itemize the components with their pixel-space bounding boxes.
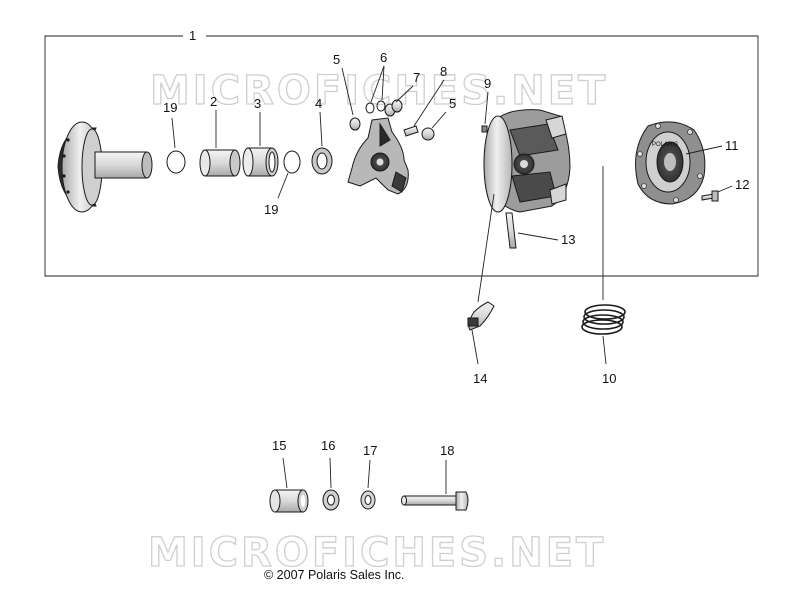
part-13-pin <box>505 212 517 249</box>
callout-15: 15 <box>272 438 286 453</box>
callout-10: 10 <box>602 371 616 386</box>
part-6-washers <box>365 100 386 114</box>
callout-2: 2 <box>210 94 217 109</box>
watermark-top: MICROFICHES.NET <box>150 68 608 114</box>
cover-badge: POLARIS <box>652 142 678 148</box>
callout-18: 18 <box>440 443 454 458</box>
callout-6: 6 <box>380 50 387 65</box>
callout-5-left: 5 <box>333 52 340 67</box>
assembly-frame <box>44 35 759 277</box>
part-18-bolt <box>401 491 469 511</box>
part-fixed-sheave <box>57 121 153 213</box>
callout-13: 13 <box>561 232 575 247</box>
part-15-spacer <box>269 489 309 513</box>
part-4-washer <box>311 147 333 175</box>
callout-5-right: 5 <box>449 96 456 111</box>
callout-19-right: 19 <box>264 202 278 217</box>
part-19-ring-right <box>283 150 301 174</box>
callout-11: 11 <box>725 138 739 153</box>
callout-17: 17 <box>363 443 377 458</box>
watermark-bottom: MICROFICHES.NET <box>148 530 606 576</box>
part-14-weight <box>467 301 495 331</box>
callout-16: 16 <box>321 438 335 453</box>
copyright-notice: © 2007 Polaris Sales Inc. <box>264 568 405 582</box>
callout-8: 8 <box>440 64 447 79</box>
part-spider <box>347 117 409 195</box>
part-7-rollers <box>384 99 403 117</box>
callout-7: 7 <box>413 70 420 85</box>
callout-14: 14 <box>473 371 487 386</box>
part-17-washer <box>360 490 376 510</box>
part-3-bushing <box>242 147 279 177</box>
part-19-ring-left <box>166 150 186 174</box>
part-8-pin <box>403 125 419 137</box>
part-11-cover: POLARIS <box>635 121 706 205</box>
callout-9: 9 <box>484 76 491 91</box>
callout-12: 12 <box>735 177 749 192</box>
part-5-button-left <box>349 117 361 131</box>
callout-1: 1 <box>189 28 196 43</box>
callout-19-left: 19 <box>163 100 177 115</box>
callout-4: 4 <box>315 96 322 111</box>
part-9-screw <box>481 125 488 133</box>
part-10-spring <box>581 304 626 335</box>
part-5-button-right <box>421 127 435 141</box>
part-movable-sheave <box>483 109 571 213</box>
part-2-sleeve <box>199 149 241 177</box>
part-12-screw <box>701 190 719 202</box>
callout-3: 3 <box>254 96 261 111</box>
part-16-washer <box>322 489 340 511</box>
